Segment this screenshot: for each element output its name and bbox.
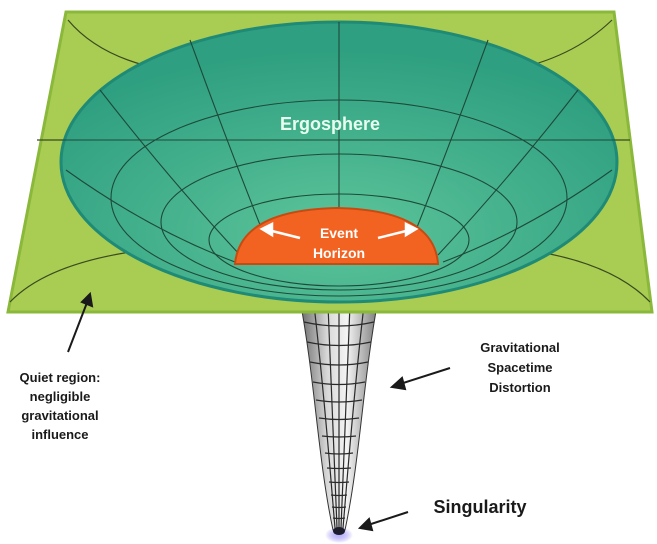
ergosphere-grid (61, 21, 617, 297)
event-horizon (233, 206, 440, 265)
event-horizon-label-line1: Event (320, 225, 358, 241)
quiet-region-label-line2: negligible (30, 389, 91, 404)
quiet-region-label-line3: gravitational (21, 408, 98, 423)
singularity-label: Singularity (433, 497, 526, 517)
distortion-label-line2: Spacetime (487, 360, 552, 375)
arrow-right-icon (377, 221, 419, 240)
distortion-label-line3: Distortion (489, 380, 550, 395)
pointer-arrow-icon (389, 367, 451, 391)
ergosphere-label: Ergosphere (280, 114, 380, 134)
singularity-point (333, 527, 345, 535)
arrow-left-icon (259, 221, 301, 240)
quiet-region-label-line1: Quiet region: (20, 370, 101, 385)
spacetime-funnel (299, 299, 379, 531)
pointer-arrow-icon (67, 291, 94, 353)
event-horizon-label-line2: Horizon (313, 245, 365, 261)
distortion-label-line1: Gravitational (480, 340, 559, 355)
quiet-region-label-line4: influence (31, 427, 88, 442)
pointer-arrow-icon (357, 511, 409, 532)
